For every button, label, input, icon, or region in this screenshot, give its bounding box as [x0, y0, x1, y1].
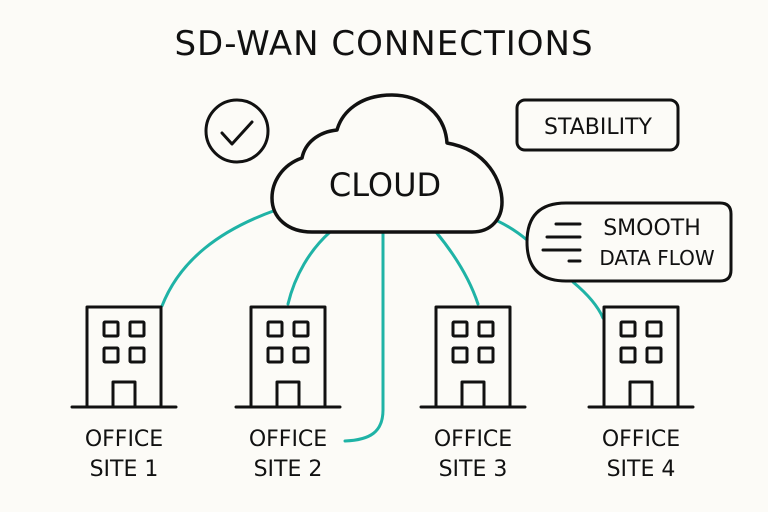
building-icon: [419, 305, 527, 409]
diagram-title: SD-WAN CONNECTIONS: [174, 24, 594, 64]
building-icon: [70, 305, 178, 409]
data-flow-line-1: SMOOTH: [603, 216, 701, 241]
site-label-line-2: SITE 3: [439, 457, 508, 482]
data-flow-line-2: DATA FLOW: [599, 246, 715, 270]
office-site-3: OFFICE SITE 3: [419, 305, 527, 482]
stability-label: STABILITY: [544, 115, 653, 140]
connection-line-branch: [343, 232, 385, 443]
connection-line-site-2: [286, 230, 332, 306]
data-flow-badge: SMOOTH DATA FLOW: [525, 201, 733, 283]
site-label-line-2: SITE 4: [607, 457, 676, 482]
building-icon: [234, 305, 342, 409]
site-label-line-2: SITE 1: [90, 457, 159, 482]
office-site-1: OFFICE SITE 1: [70, 305, 178, 482]
speed-lines-icon: [541, 222, 582, 263]
site-label-line-2: SITE 2: [254, 457, 323, 482]
cloud-label: CLOUD: [329, 166, 441, 204]
office-site-4: OFFICE SITE 4: [587, 305, 695, 482]
site-label-line-1: OFFICE: [85, 427, 163, 452]
check-circle-icon: [204, 98, 270, 164]
site-label-line-1: OFFICE: [249, 427, 327, 452]
site-label-line-1: OFFICE: [602, 427, 680, 452]
building-icon: [587, 305, 695, 409]
site-label-line-1: OFFICE: [434, 427, 512, 452]
office-site-2: OFFICE SITE 2: [234, 305, 342, 482]
connection-line-site-3: [434, 230, 480, 306]
connection-lines: [160, 208, 605, 443]
connection-line-site-1: [160, 208, 278, 308]
stability-badge: STABILITY: [515, 98, 680, 152]
cloud-icon: [270, 93, 504, 234]
connection-line-site-4-lower: [571, 280, 605, 320]
